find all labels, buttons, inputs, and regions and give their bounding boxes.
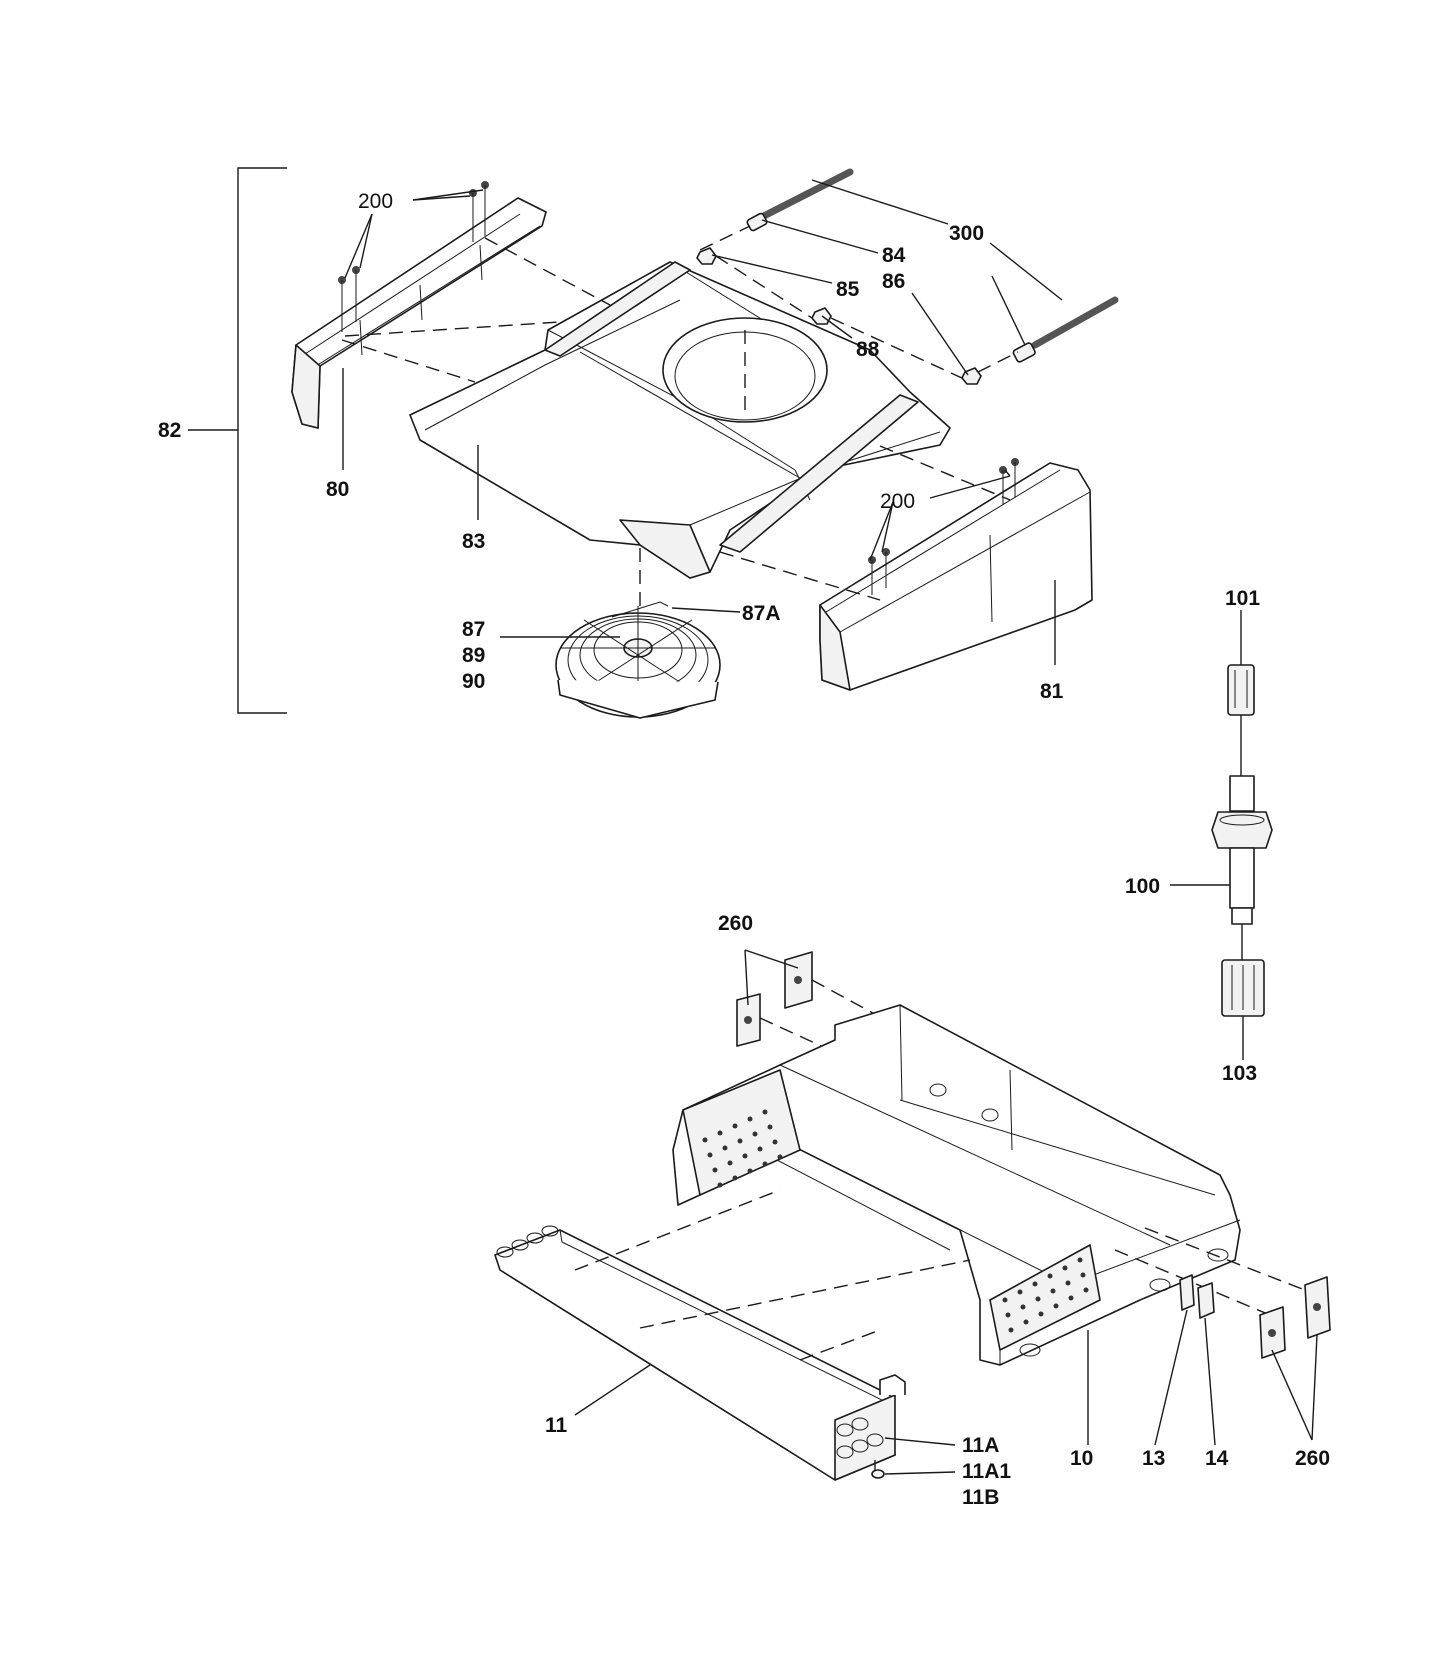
callout-81: 81: [1040, 680, 1064, 703]
gaskets-260-bottom: [1259, 1276, 1331, 1359]
callout-200-right: 200: [880, 490, 915, 513]
callout-260-top: 260: [718, 912, 753, 935]
callout-13: 13: [1142, 1447, 1165, 1470]
clamps-13-14: [1179, 1274, 1215, 1319]
fan-icon: [555, 601, 721, 719]
callout-101: 101: [1225, 587, 1260, 610]
coil-icon: [494, 1189, 971, 1481]
callout-200-top: 200: [358, 190, 393, 213]
callout-labels: 82 200 300 84 86 85 88 80 83 200 87A 87 …: [158, 190, 1330, 1509]
callout-10: 10: [1070, 1447, 1093, 1470]
callout-88: 88: [856, 338, 880, 361]
callout-11A: 11A: [962, 1434, 999, 1457]
callout-11B: 11B: [962, 1486, 999, 1509]
rod-lower: [977, 296, 1119, 373]
callout-90: 90: [462, 670, 485, 693]
callout-103: 103: [1222, 1062, 1257, 1085]
callout-11A1: 11A1: [962, 1460, 1011, 1483]
callout-89: 89: [462, 644, 485, 667]
callout-300: 300: [949, 222, 984, 245]
top-cover: [409, 261, 951, 579]
connector-icon: [1211, 664, 1273, 1017]
callout-85: 85: [836, 278, 860, 301]
rod-upper: [699, 168, 854, 251]
callout-87: 87: [462, 618, 485, 641]
callout-84: 84: [882, 244, 906, 267]
perforation-left: [702, 1109, 783, 1188]
callout-80: 80: [326, 478, 349, 501]
leader-lines: [342, 179, 1318, 1475]
alignment-lines-top: [341, 237, 1011, 615]
callout-87A: 87A: [742, 602, 781, 625]
screws-200-right: [868, 458, 1019, 595]
base-pan: [672, 1004, 1311, 1366]
callout-83: 83: [462, 530, 485, 553]
perforation-right: [1002, 1257, 1089, 1333]
callout-86: 86: [882, 270, 905, 293]
right-end-cap: [819, 462, 1093, 691]
left-end-cap: [291, 197, 547, 429]
callout-100: 100: [1125, 875, 1160, 898]
screws-200-top: [338, 181, 489, 332]
callout-14: 14: [1205, 1447, 1229, 1470]
nuts-85-88: [696, 247, 982, 385]
callout-82: 82: [158, 419, 181, 442]
assembly-bracket-82: [188, 167, 287, 714]
callout-260-bottom: 260: [1295, 1447, 1330, 1470]
callout-11: 11: [545, 1414, 568, 1437]
